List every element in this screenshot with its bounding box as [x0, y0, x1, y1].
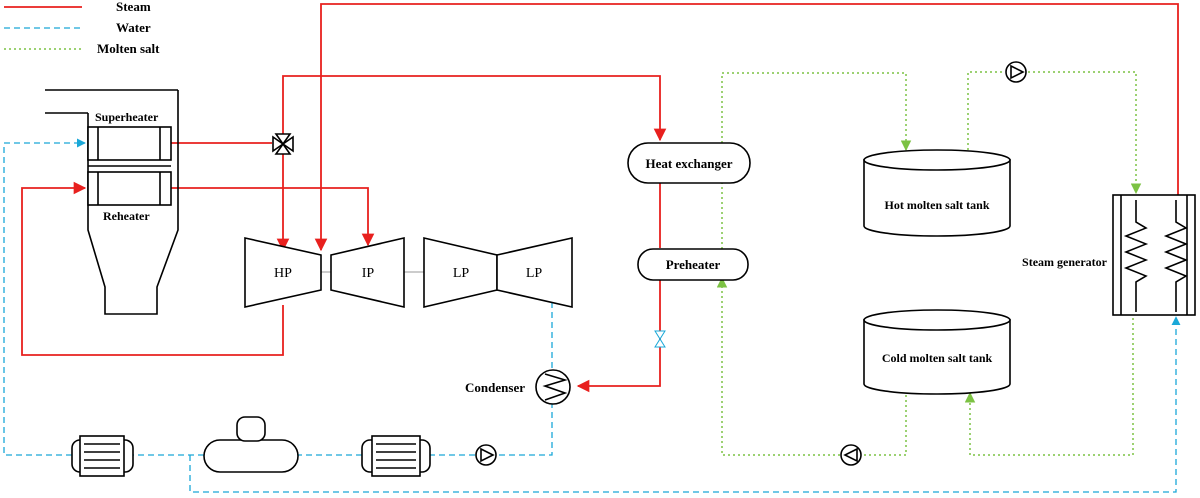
steam-hp-to-reheater — [21, 181, 284, 356]
deaerator-body — [203, 439, 299, 473]
hot-tank-label: Hot molten salt tank — [885, 198, 990, 212]
condenser: Condenser — [465, 369, 571, 405]
salt-cold-tank-to-pump — [862, 390, 907, 456]
lp-turbine-2-label: LP — [526, 266, 543, 281]
hot-salt-pump — [1005, 61, 1027, 83]
boiler-body — [87, 90, 179, 315]
cold-tank-body — [863, 319, 1011, 395]
legend: Steam Water Molten salt — [4, 0, 160, 56]
salt-pump-to-steam-generator — [1028, 71, 1142, 195]
condenser-coil — [542, 373, 568, 401]
lp-turbine-1-label: LP — [453, 266, 470, 281]
deaerator-dome — [236, 416, 266, 442]
condensate-pump — [475, 444, 497, 466]
three-way-valve — [272, 133, 294, 155]
superheater-label: Superheater — [95, 110, 159, 124]
salt-pump-to-preheater — [716, 276, 840, 456]
steam-generator: Steam generator — [1022, 194, 1196, 316]
condenser-body — [535, 369, 571, 405]
valve-top — [274, 133, 292, 146]
water-lines — [3, 138, 1181, 493]
hp-turbine-label: HP — [274, 266, 292, 281]
hot-tank-body — [863, 159, 1011, 237]
steam-generator-body — [1112, 194, 1196, 316]
heat-exchanger — [627, 142, 751, 184]
valve-right — [281, 135, 294, 153]
molten-salt-lines — [716, 71, 1142, 456]
throttle-valve — [654, 330, 666, 348]
feedwater-heater-2-core — [371, 435, 421, 477]
hp-turbine — [244, 237, 322, 308]
cold-molten-salt-tank: Cold molten salt tank — [863, 309, 1011, 395]
cold-salt-pump-arrow — [843, 447, 858, 463]
feedwater-heater-2 — [361, 435, 431, 477]
hot-salt-pump-arrow — [1010, 64, 1025, 80]
boiler: Superheater Reheater — [45, 89, 179, 315]
salt-hot-tank-to-pump — [967, 71, 1005, 155]
water-lp-to-condenser-pump — [498, 302, 553, 456]
heat-exchanger-label: Heat exchanger — [645, 156, 732, 171]
cold-tank-top — [863, 309, 1011, 331]
sg-coil-salt — [1123, 200, 1149, 312]
condensate-pump-arrow — [480, 447, 495, 463]
legend-molten-salt-label: Molten salt — [97, 41, 160, 56]
sg-coil-water — [1163, 200, 1189, 312]
feedwater-heater-1 — [71, 435, 134, 477]
throttle-valve-shape — [654, 330, 666, 348]
salt-steam-generator-to-cold-tank — [964, 318, 1134, 456]
superheater-bundle — [87, 126, 172, 161]
water-to-superheater — [3, 138, 86, 456]
water-to-steam-generator — [189, 316, 1181, 493]
preheater-label: Preheater — [666, 257, 721, 272]
feedwater-heater-1-core — [79, 435, 125, 477]
steam-generator-label: Steam generator — [1022, 255, 1108, 269]
reheater-label: Reheater — [103, 209, 150, 223]
steam-valve-to-heat-exchanger — [282, 75, 667, 143]
steam-generator-to-ip — [314, 3, 1179, 252]
turbines: HP IP LP LP — [244, 236, 573, 309]
hot-tank-top — [863, 149, 1011, 171]
condenser-label: Condenser — [465, 380, 525, 395]
ip-turbine — [330, 236, 405, 309]
steam-lines — [21, 3, 1179, 393]
cold-salt-pump — [840, 444, 862, 466]
preheater — [637, 248, 749, 281]
legend-water-label: Water — [116, 20, 151, 35]
salt-heat-exchanger-to-hot-tank — [721, 72, 912, 163]
steam-reheater-to-ip — [170, 187, 375, 247]
deaerator — [203, 416, 299, 473]
steam-preheater-to-condenser — [576, 280, 661, 393]
valve-bottom — [274, 142, 292, 155]
reheater-bundle — [87, 171, 172, 206]
lp-turbine-2 — [496, 236, 573, 309]
hot-molten-salt-tank: Hot molten salt tank — [863, 149, 1011, 237]
valve-left — [272, 135, 285, 153]
cold-tank-label: Cold molten salt tank — [882, 351, 993, 365]
legend-steam-label: Steam — [116, 0, 151, 14]
ip-turbine-label: IP — [362, 266, 375, 281]
